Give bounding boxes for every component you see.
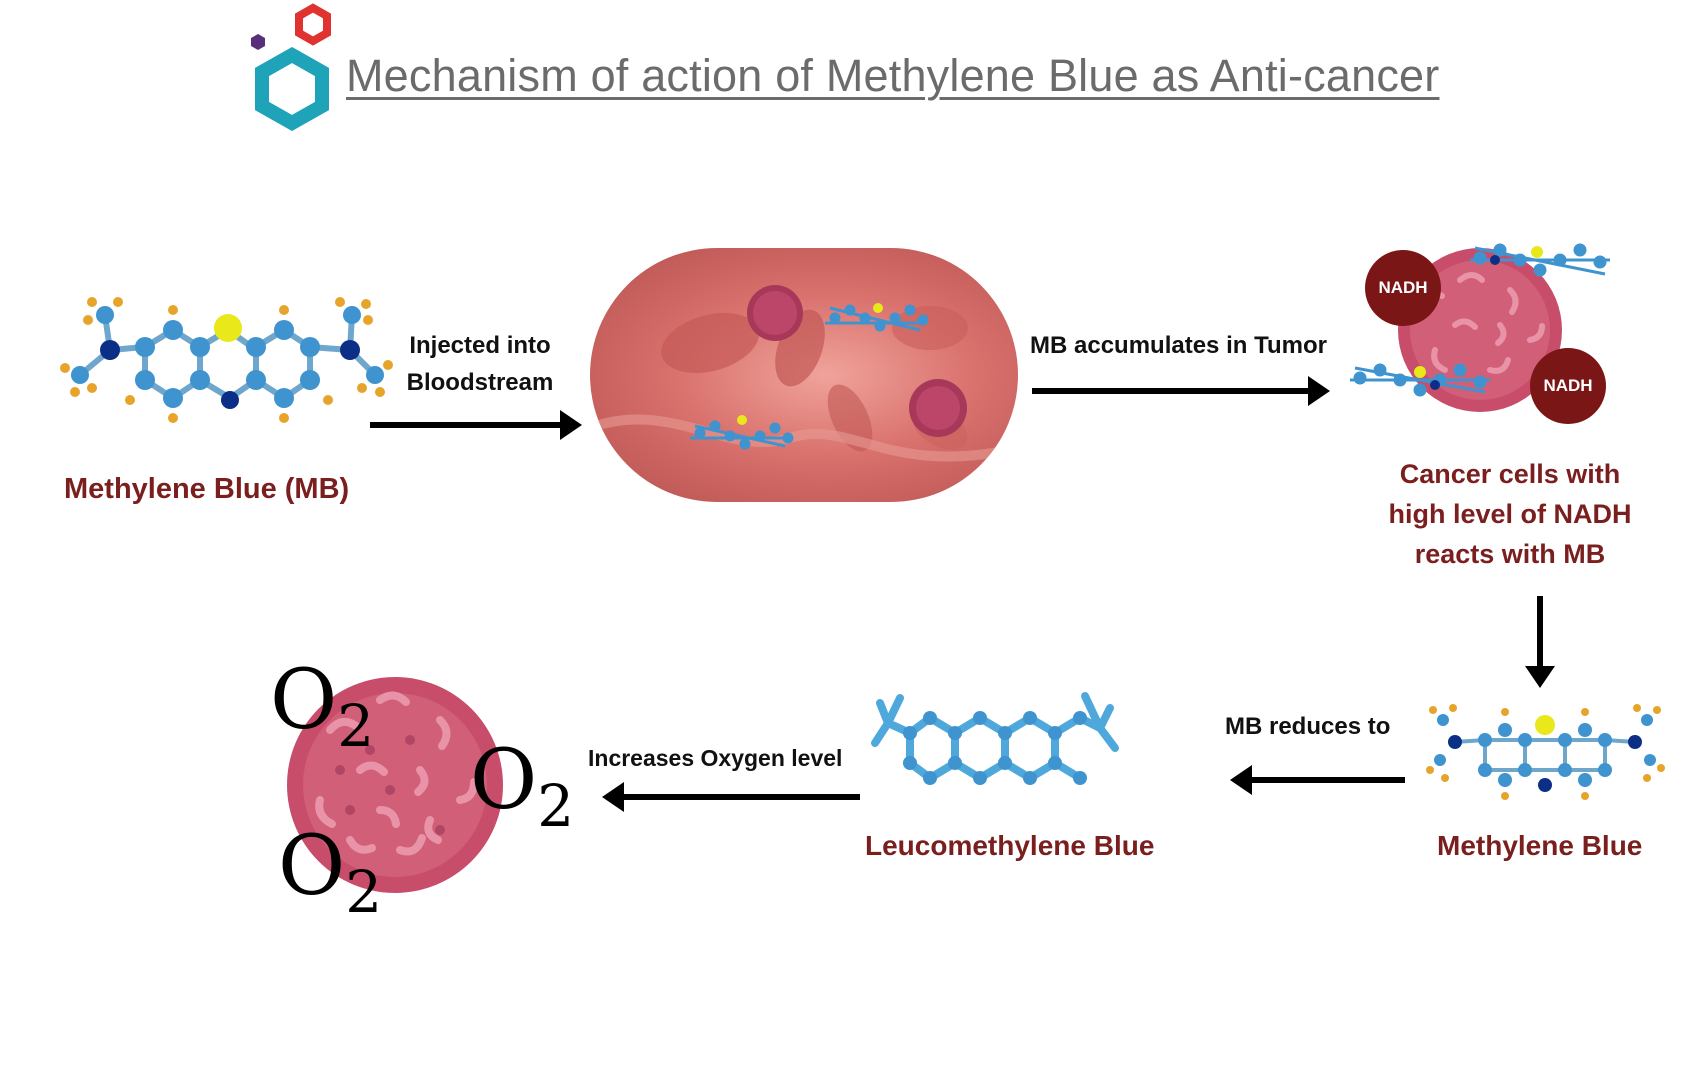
- leucomethylene-blue-molecule-icon: [871, 692, 1119, 785]
- cancer-cell-oxygen-icon: [287, 677, 503, 893]
- cancer-line-2: high level of NADH: [1388, 499, 1632, 529]
- bloodstream-illustration: [590, 248, 1018, 502]
- methylene-blue-molecule-icon: [60, 297, 393, 423]
- accumulates-label: MB accumulates in Tumor: [1030, 332, 1327, 359]
- injected-line-2: Bloodstream: [406, 369, 554, 396]
- nadh-badge-bottom: NADH: [1530, 348, 1606, 424]
- arrow-right-icon: [370, 410, 582, 440]
- increases-oxygen-label: Increases Oxygen level: [588, 745, 843, 771]
- arrow-down-icon: [1525, 596, 1555, 688]
- methylene-blue-2-label: Methylene Blue: [1437, 830, 1643, 861]
- hexagon-logo-icon: [248, 0, 338, 140]
- injected-label: Injected into Bloodstream: [395, 327, 565, 401]
- cancer-cells-label: Cancer cells with high level of NADH rea…: [1360, 454, 1660, 574]
- reduces-label: MB reduces to: [1225, 713, 1391, 740]
- arrow-left-icon: [1230, 765, 1405, 795]
- page-title: Mechanism of action of Methylene Blue as…: [346, 50, 1440, 101]
- arrow-left-icon: [602, 782, 860, 812]
- oxygen-label-1: O2: [270, 653, 375, 761]
- leucomethylene-blue-label: Leucomethylene Blue: [865, 830, 1155, 861]
- methylene-blue-label: Methylene Blue (MB): [64, 473, 350, 505]
- arrow-right-icon: [1032, 376, 1330, 406]
- injected-line-1: Injected into: [409, 332, 551, 359]
- methylene-blue-molecule-2-icon: [1426, 704, 1665, 800]
- cancer-line-3: reacts with MB: [1414, 539, 1606, 569]
- oxygen-label-3: O2: [278, 819, 383, 927]
- nadh-badge-top: NADH: [1365, 250, 1441, 326]
- oxygen-label-2: O2: [470, 733, 575, 841]
- cancer-line-1: Cancer cells with: [1399, 459, 1621, 489]
